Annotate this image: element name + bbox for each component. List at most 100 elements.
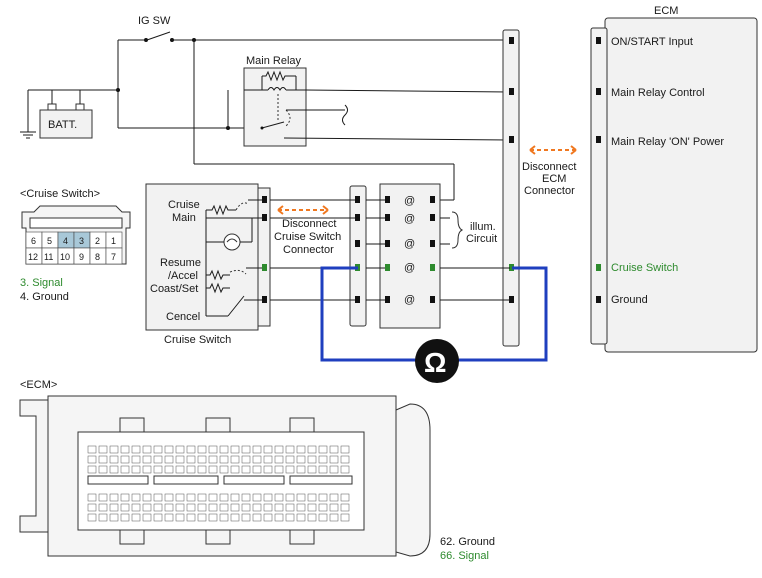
- ecm-pin: [175, 503, 185, 512]
- ecm-pin: [208, 513, 218, 522]
- ecm-pin: [307, 513, 317, 522]
- ecm-pin: [120, 513, 130, 522]
- ecm-pin: [219, 465, 229, 474]
- ecm-pin: [296, 503, 306, 512]
- ecm-pin: [230, 455, 240, 464]
- ecm-pin: [186, 455, 196, 464]
- ecm-pin: [274, 445, 284, 454]
- switch-accel-label: /Accel: [168, 270, 198, 282]
- ecm-pin: [208, 455, 218, 464]
- ecm-pin: [131, 493, 141, 502]
- ecm-pin: [197, 445, 207, 454]
- ecm-terminal-main-relay-control: Main Relay Control: [611, 87, 705, 99]
- ecm-pin: [153, 455, 163, 464]
- pin-12: 12: [28, 252, 38, 262]
- ecm-pin: [219, 455, 229, 464]
- ecm-pin: [296, 465, 306, 474]
- ecm-pin: [285, 493, 295, 502]
- ecm-pin: [307, 493, 317, 502]
- ecm-pin: [252, 465, 262, 474]
- ecm-pin: [219, 513, 229, 522]
- ecm-pin: [197, 493, 207, 502]
- spiral-icon: @: [404, 213, 415, 225]
- ohmmeter-loop: Ω: [320, 266, 548, 383]
- switch-resume-label: Resume: [160, 257, 201, 269]
- pin-9: 9: [79, 252, 84, 262]
- switch-coastset-label: Coast/Set: [150, 283, 198, 295]
- ecm-pin: [87, 465, 97, 474]
- ig-sw-label: IG SW: [138, 15, 171, 27]
- ecm-connector-title: <ECM>: [20, 379, 57, 391]
- ecm-pin: [109, 513, 119, 522]
- ecm-pin: [98, 455, 108, 464]
- disconnect-ecm-line3: Connector: [524, 185, 575, 197]
- ohm-symbol: Ω: [424, 347, 446, 378]
- ecm-pin: [109, 465, 119, 474]
- ecm-pin: [208, 503, 218, 512]
- ecm-pin: [175, 465, 185, 474]
- ecm-pin: [186, 493, 196, 502]
- ecm-pin-grid: [87, 445, 350, 522]
- ecm-terminal-ground: Ground: [611, 294, 648, 306]
- ecm-pin: [241, 455, 251, 464]
- ecm-pin: [87, 513, 97, 522]
- ecm-pin: [120, 455, 130, 464]
- ecm-pin: [340, 445, 350, 454]
- ecm-pin: [131, 465, 141, 474]
- ecm-pin: [131, 445, 141, 454]
- illum-label2: Circuit: [466, 233, 497, 245]
- ecm-pin: [329, 493, 339, 502]
- pin-11: 11: [44, 252, 53, 262]
- ecm-terminal-cruise-switch: Cruise Switch: [611, 262, 678, 274]
- ecm-pin: [329, 503, 339, 512]
- ecm-pin: [296, 445, 306, 454]
- ecm-pin: [230, 465, 240, 474]
- pin-4: 4: [63, 236, 68, 246]
- ecm-pin: [252, 455, 262, 464]
- ecm-pin: [175, 493, 185, 502]
- ecm-pin: [186, 513, 196, 522]
- ecm-pin: [87, 445, 97, 454]
- ecm-pin: [329, 455, 339, 464]
- disconnect-cruise-line3: Connector: [283, 244, 334, 256]
- legend-signal: 3. Signal: [20, 277, 63, 289]
- ecm-pin: [340, 503, 350, 512]
- cruise-switch-connector-face: <Cruise Switch> 6 5 4 3 2 1 12 11 10 9: [20, 188, 131, 303]
- ecm-pin: [230, 445, 240, 454]
- ecm-pin: [263, 465, 273, 474]
- ecm-pin: [340, 465, 350, 474]
- ecm-pin: [263, 503, 273, 512]
- battery-label: BATT.: [48, 119, 77, 131]
- ecm-pin: [252, 445, 262, 454]
- ecm-pin: [307, 445, 317, 454]
- ecm-pin: [98, 465, 108, 474]
- ecm-pin: [164, 503, 174, 512]
- ecm-pin: [153, 465, 163, 474]
- ecm-pin: [109, 445, 119, 454]
- ecm-pin: [87, 493, 97, 502]
- ecm-pin: [230, 503, 240, 512]
- ecm-pin: [318, 503, 328, 512]
- ecm-pin: [318, 513, 328, 522]
- ecm-pin: [263, 513, 273, 522]
- power-wiring: IG SW BATT.: [20, 15, 510, 201]
- disconnect-cruise-callout: Disconnect Cruise Switch Connector: [274, 205, 341, 256]
- ecm-pin: [208, 445, 218, 454]
- ecm-pin: [318, 493, 328, 502]
- clock-spring: @ @ @ @ @ illum. Circuit: [270, 183, 510, 329]
- ecm-pin: [98, 493, 108, 502]
- disconnect-ecm-line2: ECM: [542, 173, 566, 185]
- ohmmeter-icon: [415, 339, 459, 383]
- ecm-pin: [120, 465, 130, 474]
- ecm-pin: [164, 465, 174, 474]
- ecm-pin: [285, 455, 295, 464]
- ecm-pin: [142, 503, 152, 512]
- ecm-pin: [109, 493, 119, 502]
- illum-label1: illum.: [470, 221, 496, 233]
- ecm-box: ECM ON/START Input Main Relay Control Ma…: [590, 5, 758, 353]
- ecm-pin: [340, 493, 350, 502]
- ecm-pin: [263, 455, 273, 464]
- ecm-connector-face: <ECM> 62. Ground 66. Signal: [19, 379, 495, 562]
